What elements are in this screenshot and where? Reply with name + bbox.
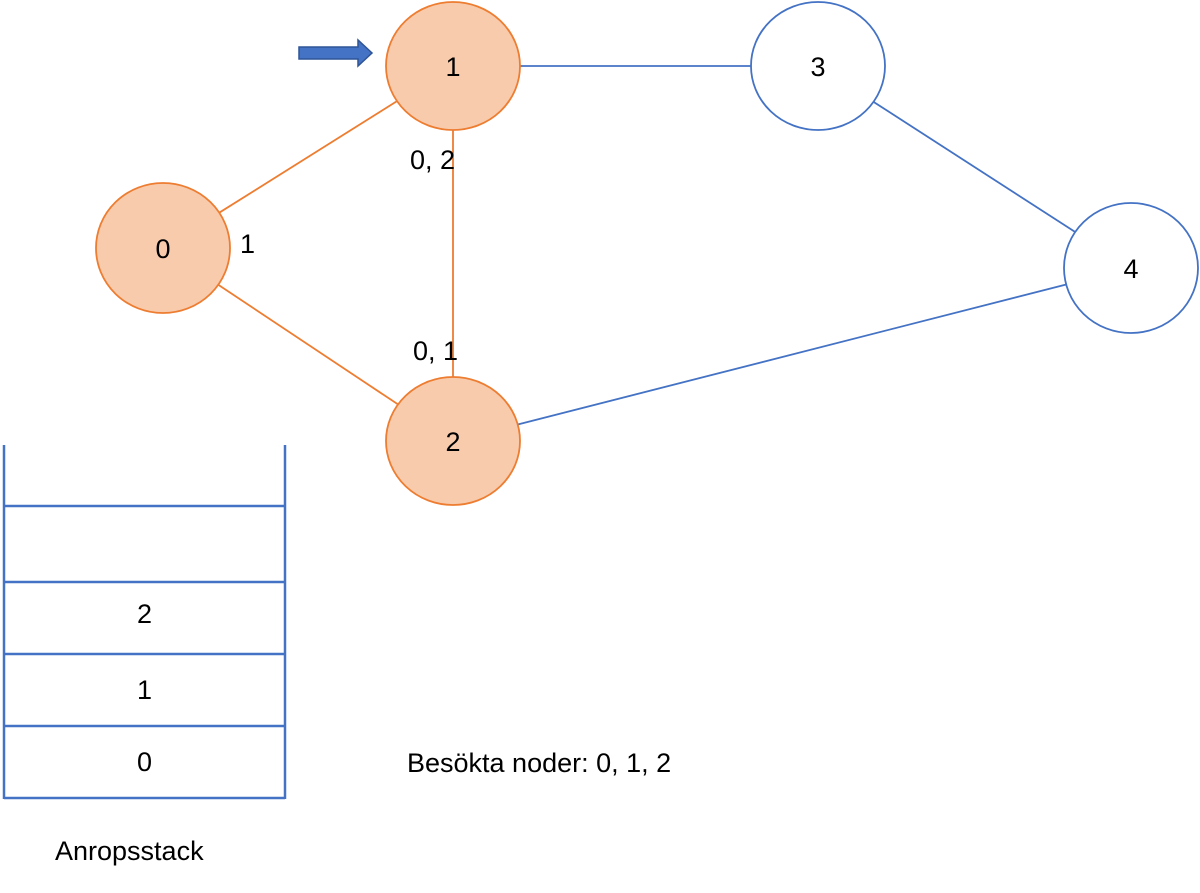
- edge-3-4: [873, 101, 1076, 233]
- node-4-circle: [1063, 202, 1199, 334]
- call-stack: [2, 445, 287, 800]
- node-1-circle: [385, 1, 521, 131]
- node-1-label: 1: [445, 52, 460, 82]
- edge-0-1: [218, 100, 398, 214]
- stack-cell-2: 2: [136, 599, 153, 629]
- current-node-arrow-icon: [298, 38, 374, 68]
- node-4-label: 4: [1123, 254, 1138, 284]
- node-2-circle: [385, 376, 521, 506]
- node-0-label: 0: [155, 234, 170, 264]
- node-0-circle: [95, 182, 231, 314]
- node-4: 4: [1063, 202, 1199, 334]
- neighbor-note-node-1: 0, 2: [410, 145, 456, 175]
- edge-2-4: [517, 283, 1067, 426]
- node-1: 1: [385, 1, 521, 131]
- neighbor-note-node-2: 0, 1: [413, 336, 459, 366]
- stack-caption: Anropsstack: [55, 836, 204, 866]
- edge-0-2: [217, 284, 399, 406]
- stack-cell-0: 0: [136, 747, 153, 777]
- node-2-label: 2: [445, 427, 460, 457]
- node-3: 3: [750, 1, 886, 131]
- node-0: 0: [95, 182, 231, 314]
- stack-cell-1: 1: [136, 675, 153, 705]
- neighbor-note-node-0: 1: [240, 229, 256, 259]
- visited-nodes-text: Besökta noder: 0, 1, 2: [407, 748, 672, 778]
- node-2: 2: [385, 376, 521, 506]
- node-3-label: 3: [810, 52, 825, 82]
- node-3-circle: [750, 1, 886, 131]
